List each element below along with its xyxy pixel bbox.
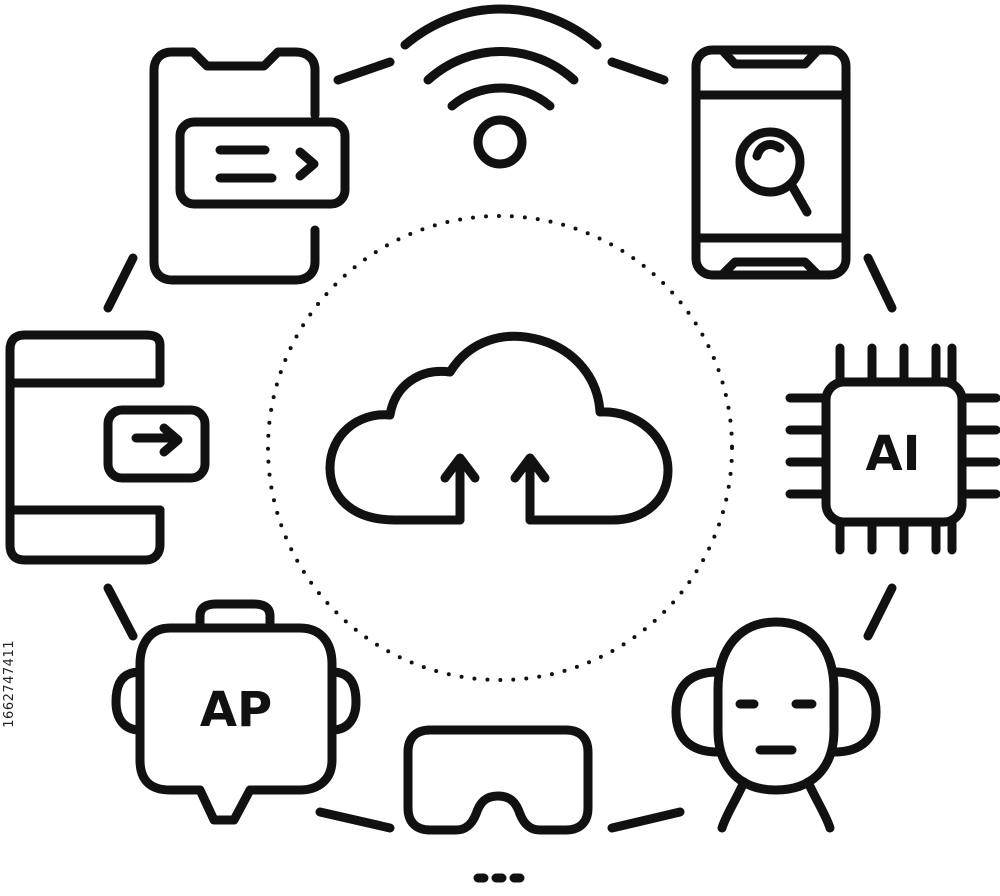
cloud-upload-icon bbox=[325, 331, 673, 525]
ai-chip-icon bbox=[785, 343, 1000, 555]
ai-chip-label: AI bbox=[865, 426, 920, 482]
robot-head-icon bbox=[111, 599, 361, 825]
robot-label: AP bbox=[200, 682, 272, 738]
humanoid-robot-icon bbox=[671, 617, 881, 833]
vr-headset-icon bbox=[403, 725, 593, 883]
stock-id-text: 1662747411 bbox=[2, 640, 17, 728]
wifi-icon bbox=[400, 4, 602, 169]
inner-dotted-ring bbox=[266, 214, 734, 682]
phone-message-icon bbox=[149, 47, 350, 285]
tablet-forward-icon bbox=[5, 330, 210, 565]
outer-ring-dashes bbox=[103, 57, 897, 833]
phone-search-icon bbox=[691, 45, 851, 280]
